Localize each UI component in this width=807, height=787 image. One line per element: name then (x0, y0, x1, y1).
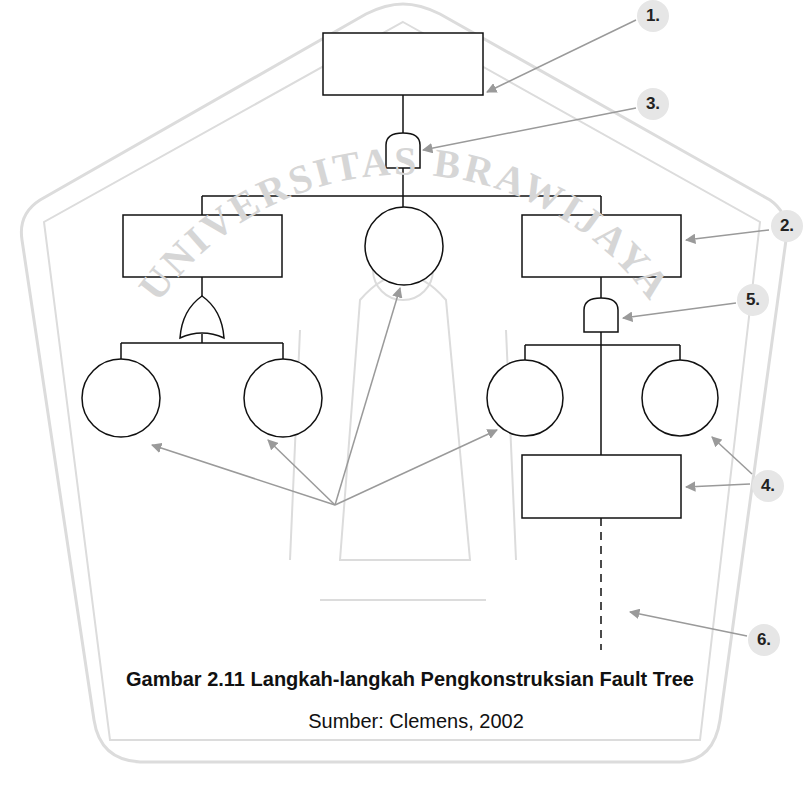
figure-caption: Gambar 2.11 Langkah-langkah Pengkonstruk… (126, 668, 694, 691)
or-gate (180, 296, 224, 338)
basic-event-circle (82, 359, 160, 437)
callout-number: 6. (757, 630, 771, 650)
basic-event-circle (365, 207, 443, 285)
callout-number: 1. (646, 6, 660, 26)
leader-line (152, 20, 769, 636)
transfer-line (600, 518, 602, 650)
watermark-logo (21, 4, 786, 762)
callout-number: 3. (646, 94, 660, 114)
basic-event-circle (244, 359, 322, 437)
callouts (152, 0, 803, 656)
callout-number: 2. (780, 216, 794, 236)
source-note: Sumber: Clemens, 2002 (308, 710, 524, 733)
basic-event-circle (642, 360, 718, 436)
fault-tree (82, 33, 718, 650)
and-gate (584, 298, 618, 332)
top-event-box (323, 33, 483, 95)
basic-event-circle (487, 360, 563, 436)
callout-number: 5. (746, 290, 760, 310)
watermark: UNIVERSITAS BRAWIJAYA (130, 138, 681, 308)
event-box (522, 455, 681, 518)
callout-number: 4. (761, 476, 775, 496)
svg-text:UNIVERSITAS BRAWIJAYA: UNIVERSITAS BRAWIJAYA (130, 138, 681, 308)
